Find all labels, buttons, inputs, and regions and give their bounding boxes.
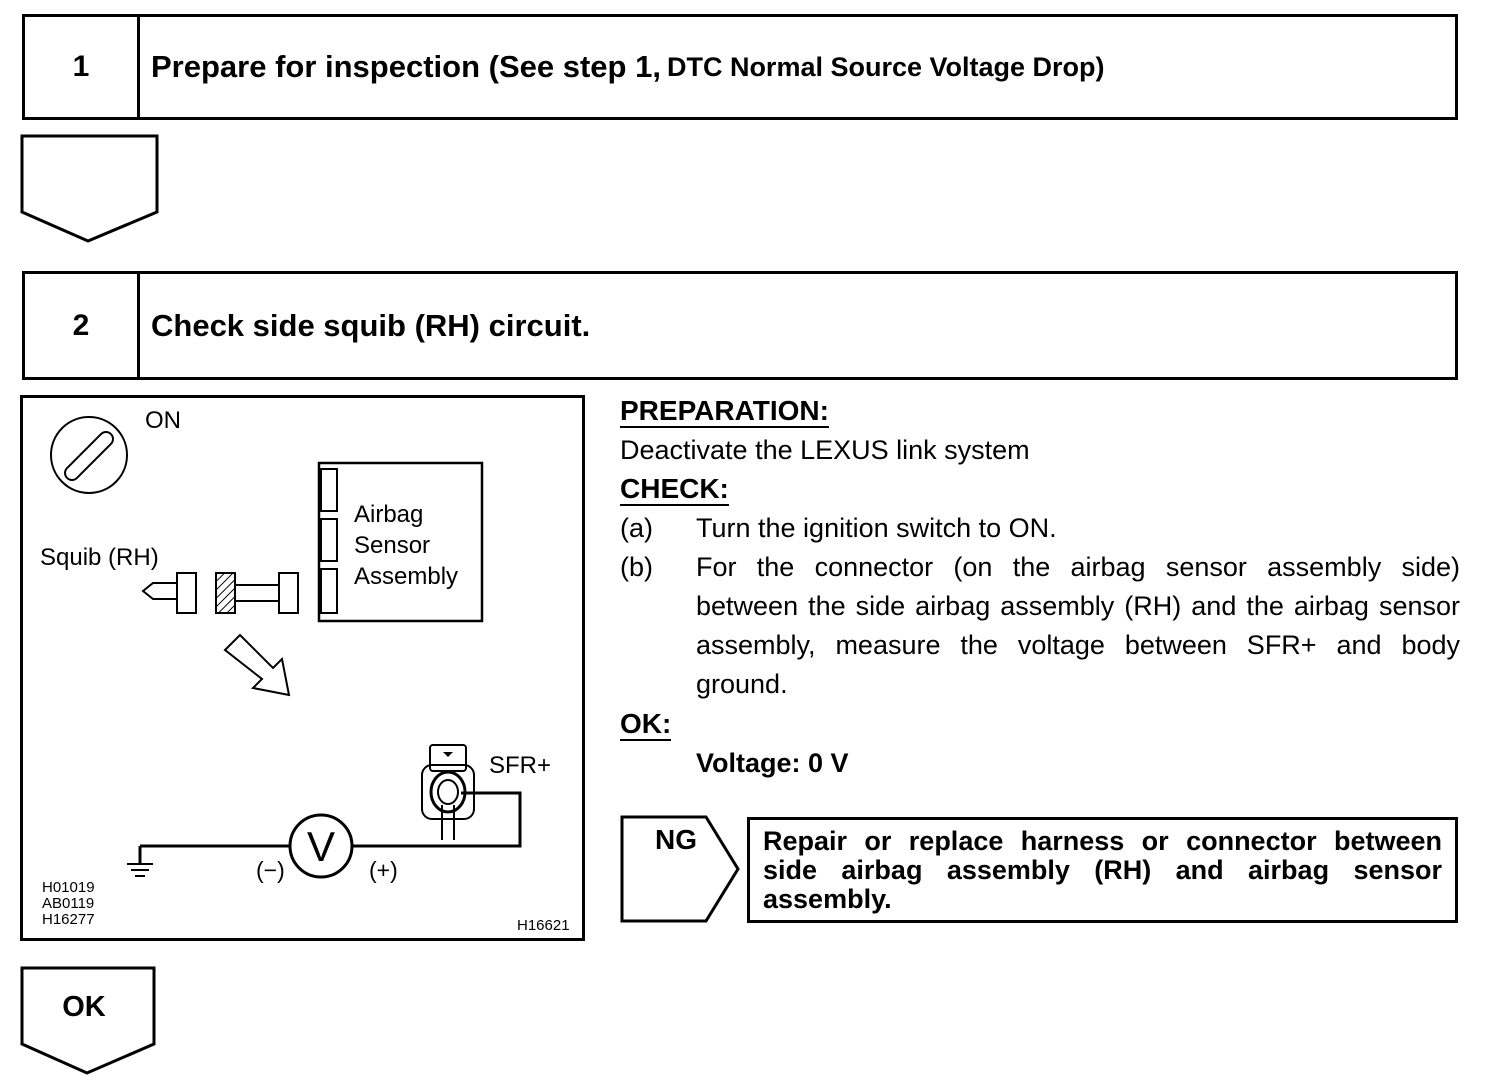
ground-icon: [127, 863, 153, 877]
instructions: PREPARATION: Deactivate the LEXUS link s…: [620, 392, 1460, 783]
minus-label: (−): [256, 857, 285, 883]
check-step-a: (a) Turn the ignition switch to ON.: [620, 509, 1460, 548]
squib-connector-icon: [141, 572, 197, 614]
preparation-header: PREPARATION:: [620, 395, 829, 428]
ref-code-2: AB0119: [42, 895, 94, 912]
detail-arrow-icon: [223, 633, 291, 697]
ignition-switch-icon: [50, 416, 128, 494]
voltmeter-symbol: V: [307, 823, 335, 870]
ok-flow-arrow: OK: [20, 966, 157, 1076]
step-1-title: Prepare for inspection (See step 1, DTC …: [151, 17, 1105, 117]
check-step-a-text: Turn the ignition switch to ON.: [696, 513, 1057, 543]
ok-value: Voltage: 0 V: [696, 748, 849, 778]
check-header: CHECK:: [620, 473, 729, 506]
wiring-lines: [138, 791, 522, 864]
airbag-label-line-3: Assembly: [354, 563, 458, 590]
ok-header: OK:: [620, 708, 672, 741]
step-1-header: 1 Prepare for inspection (See step 1, DT…: [22, 14, 1458, 120]
on-label: ON: [145, 407, 181, 434]
check-step-b-label: (b): [620, 552, 653, 582]
flow-arrow-down: [20, 134, 159, 243]
voltmeter-icon: [288, 813, 354, 879]
sfr-plus-label: SFR+: [489, 752, 551, 779]
squib-label: Squib (RH): [40, 544, 159, 571]
step-2-title: Check side squib (RH) circuit.: [151, 307, 591, 343]
step-2-header: 2 Check side squib (RH) circuit.: [22, 271, 1458, 380]
airbag-label-line-2: Sensor: [354, 532, 430, 559]
check-step-b: (b) For the connector (on the airbag sen…: [620, 548, 1460, 704]
ok-flow-label: OK: [62, 991, 106, 1023]
ref-code-1: H01019: [42, 879, 95, 896]
plus-label: (+): [369, 857, 398, 883]
ng-label: NG: [655, 824, 697, 855]
check-step-a-label: (a): [620, 513, 653, 543]
inspection-diagram: ON Airbag Sensor Assembly Squib (RH): [20, 395, 585, 941]
step-1-title-main: Prepare for inspection (See step 1,: [151, 49, 661, 84]
ref-code-3: H16277: [42, 911, 95, 928]
preparation-text: Deactivate the LEXUS link system: [620, 435, 1030, 465]
airbag-label-line-1: Airbag: [354, 501, 423, 528]
ng-tag: NG: [620, 815, 742, 923]
airbag-sensor-assembly-icon: [317, 461, 484, 623]
step-2-number: 2: [25, 274, 140, 377]
figure-code: H16621: [517, 917, 570, 934]
step-1-number: 1: [25, 17, 140, 117]
step-1-title-ref: DTC Normal Source Voltage Drop): [666, 51, 1105, 82]
harness-connector-icon: [215, 572, 299, 614]
check-step-b-text: For the connector (on the airbag sensor …: [696, 552, 1460, 699]
ng-action-box: Repair or replace harness or connector b…: [747, 817, 1458, 923]
